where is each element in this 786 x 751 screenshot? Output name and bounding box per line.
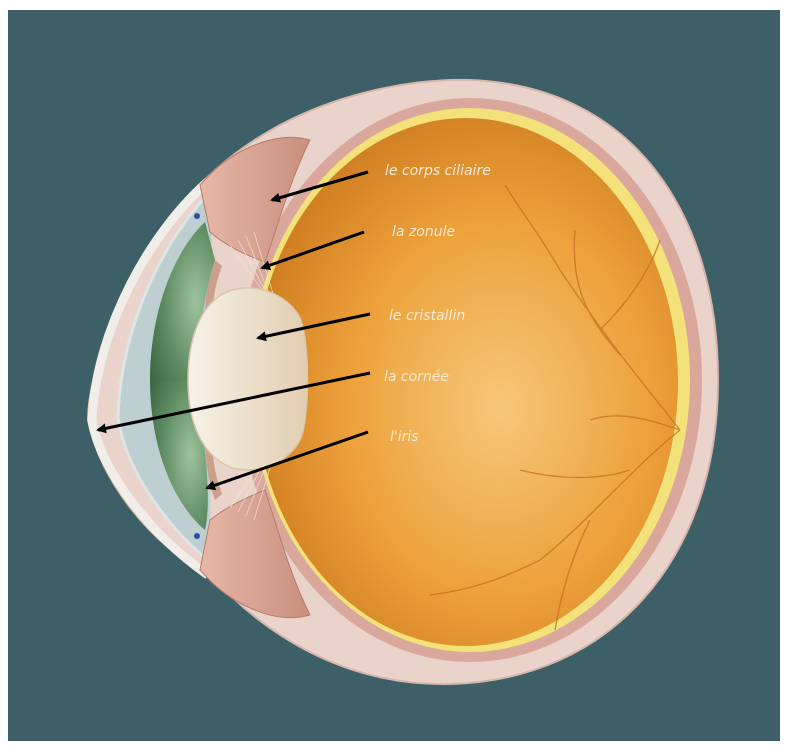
lens (188, 288, 308, 470)
label-cornea: la cornée (384, 369, 449, 385)
vitreous-body (254, 118, 678, 646)
canal-dot-bottom (194, 533, 200, 539)
label-lens: le cristallin (389, 308, 465, 324)
label-zonule: la zonule (392, 224, 455, 240)
label-iris: l'iris (390, 429, 419, 445)
label-ciliary-body: le corps ciliaire (385, 163, 491, 179)
canal-dot-top (194, 213, 200, 219)
